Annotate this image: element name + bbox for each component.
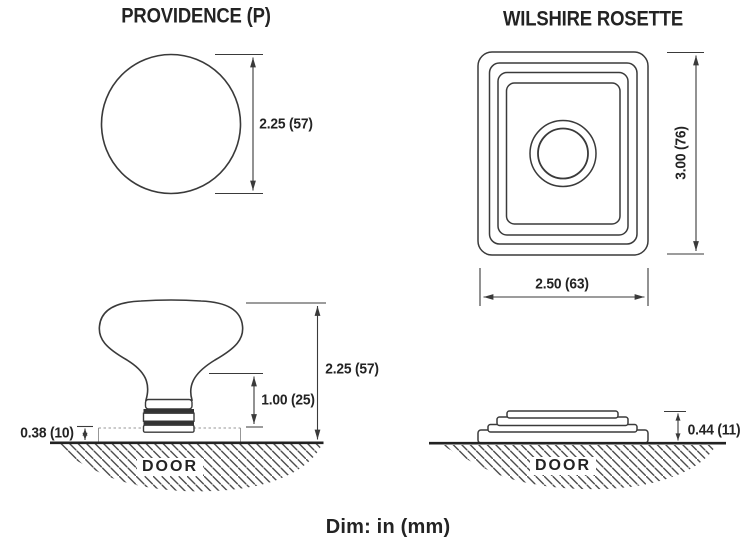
- knob-front-diameter-dimension: [215, 53, 263, 195]
- rosette-step-2: [488, 62, 638, 245]
- dimension-label-knob-overall-projection: 2.25 (57): [325, 360, 379, 378]
- dimension-label-knob-diameter: 2.25 (57): [259, 115, 313, 133]
- door-label-right: DOOR: [530, 457, 596, 475]
- dimension-label-rosette-projection: 0.44 (11): [687, 421, 741, 439]
- door-label-left: DOOR: [137, 458, 203, 476]
- view-title-wilshire-rosette: WILSHIRE ROSETTE: [503, 7, 683, 31]
- rosette-step-3: [497, 71, 629, 236]
- knob-stem-collar: [142, 398, 195, 433]
- dimension-label-knob-stem-projection: 1.00 (25): [261, 391, 315, 409]
- knob-front-circle: [100, 53, 242, 195]
- rosette-hub-outer-circle: [529, 119, 597, 188]
- knob-stem-projection-dimension: [209, 372, 263, 428]
- rosette-outer-edge: [477, 51, 649, 256]
- dimension-label-rosette-height: 3.00 (76): [672, 126, 690, 180]
- knob-head-profile: [98, 299, 244, 401]
- rosette-hub-inner-circle: [537, 127, 589, 180]
- rosette-height-dimension: [667, 51, 704, 255]
- knob-overall-projection-dimension: [246, 302, 326, 440]
- rosette-side-view: [429, 410, 726, 490]
- units-note: Dim: in (mm): [325, 516, 451, 538]
- knob-base-thickness-dimension: [77, 425, 93, 440]
- rosette-front-view: [477, 51, 704, 306]
- rosette-inner-panel: [505, 82, 621, 225]
- rosette-side-profile: [477, 410, 649, 444]
- view-title-providence: PROVIDENCE (P): [121, 4, 271, 28]
- knob-front-view: [100, 53, 263, 195]
- rosette-projection-dimension: [664, 410, 686, 441]
- rosette-width-dimension: [479, 268, 649, 306]
- dimension-label-knob-base-thickness: 0.38 (10): [20, 424, 74, 442]
- dimension-label-rosette-width: 2.50 (63): [535, 275, 589, 293]
